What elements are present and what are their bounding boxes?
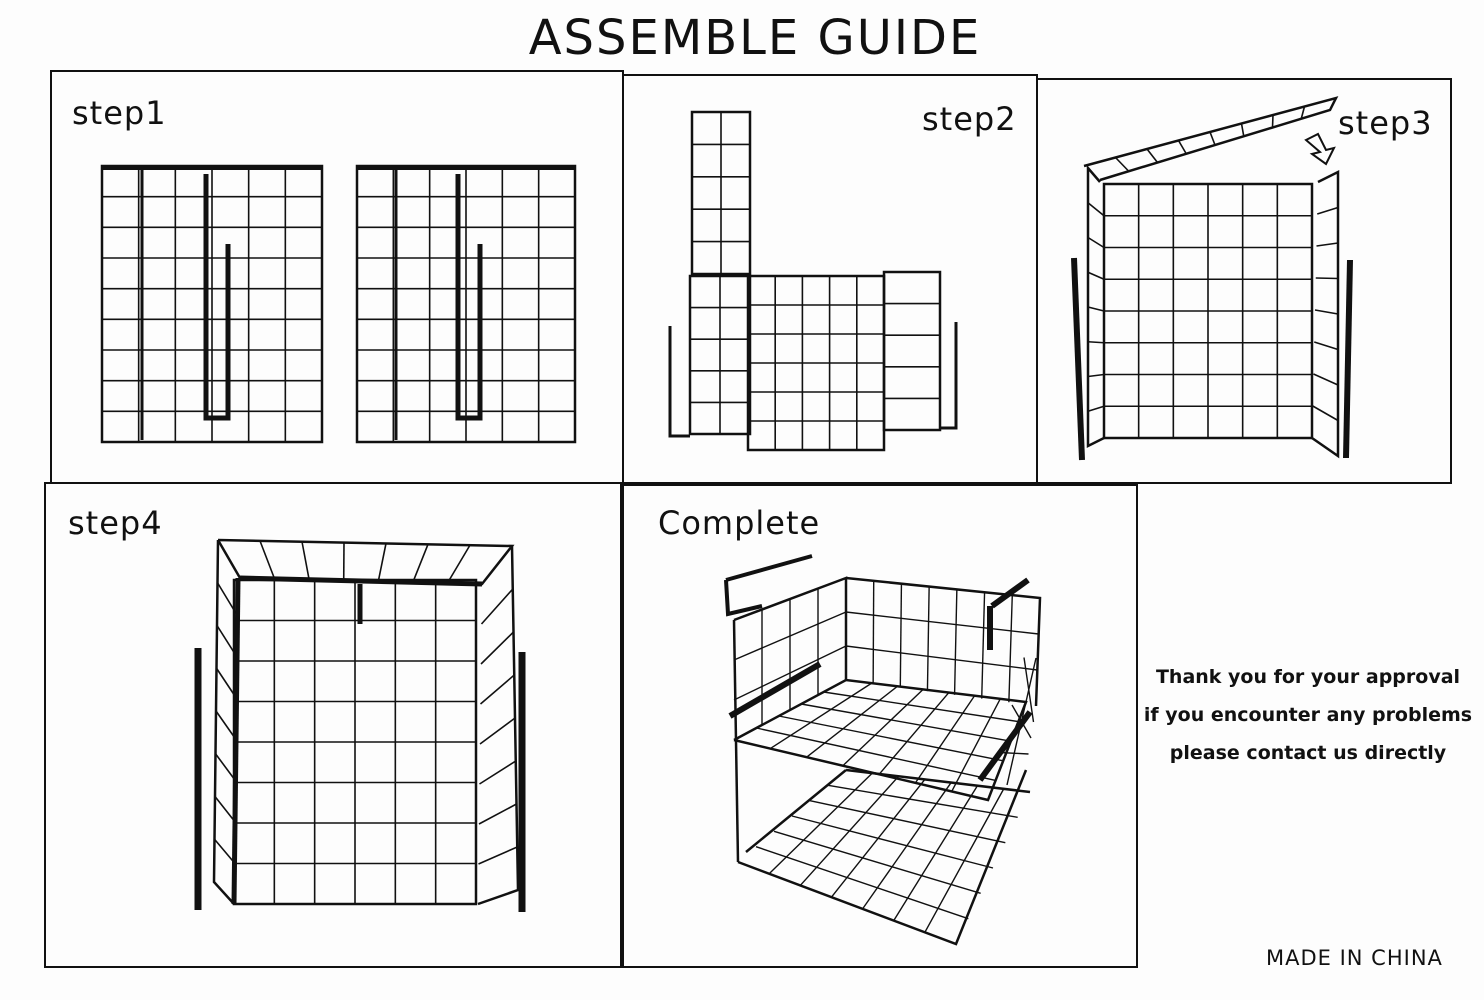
- message-line-3: please contact us directly: [1169, 742, 1447, 764]
- step2-label: step2: [922, 100, 1017, 138]
- guide-title: ASSEMBLE GUIDE: [528, 10, 982, 66]
- arrow-down-icon: [1304, 132, 1336, 166]
- panel-step3: [1036, 78, 1452, 484]
- step1-label: step1: [72, 94, 167, 132]
- step3-label: step3: [1338, 104, 1433, 142]
- panel-step4: [44, 482, 624, 968]
- message-line-2: if you encounter any problems: [1143, 704, 1473, 726]
- thank-you-message: Thank you for your approval if you encou…: [1140, 658, 1476, 772]
- panel-complete: [620, 484, 1138, 968]
- origin-label: MADE IN CHINA: [1266, 946, 1443, 970]
- step4-label: step4: [68, 504, 163, 542]
- message-line-1: Thank you for your approval: [1155, 666, 1461, 688]
- complete-label: Complete: [658, 504, 821, 542]
